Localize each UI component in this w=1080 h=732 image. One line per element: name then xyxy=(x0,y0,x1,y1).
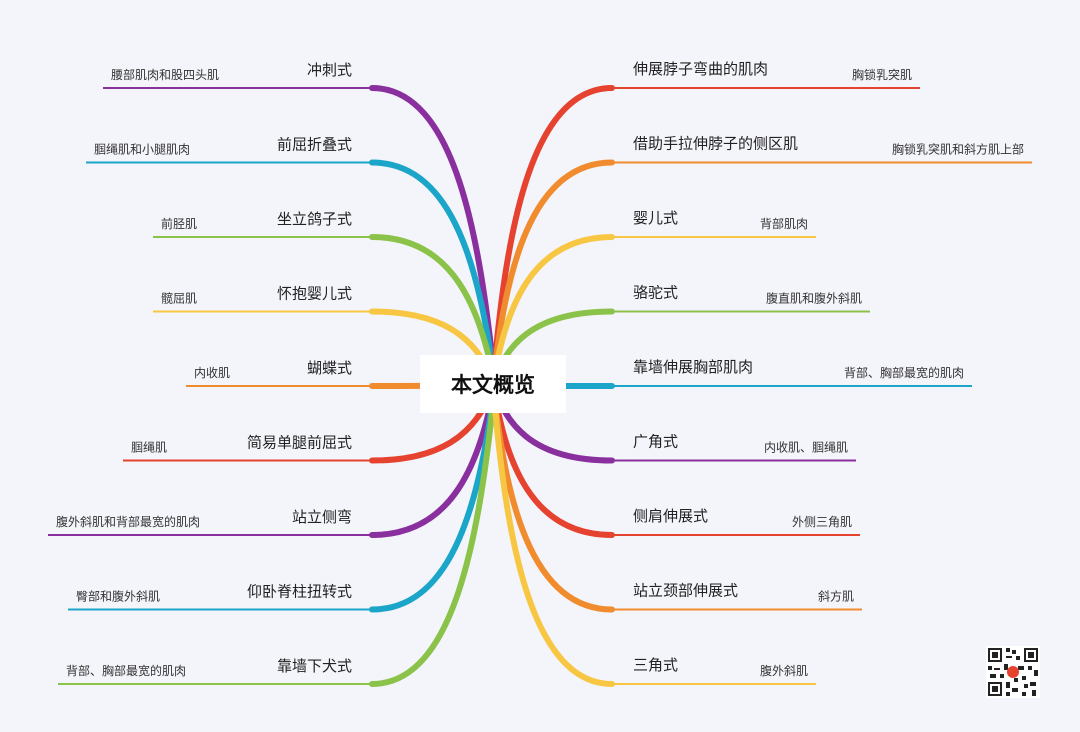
right-leaf-label-5: 内收肌、腘绳肌 xyxy=(764,441,848,455)
right-leaf-label-0: 胸锁乳突肌 xyxy=(852,67,912,82)
left-branch-label-1: 前屈折叠式 xyxy=(277,136,352,154)
left-leaf-label-0: 腰部肌肉和股四头肌 xyxy=(111,67,219,82)
right-leaf-label-2: 背部肌肉 xyxy=(760,216,808,231)
left-leaf-label-2: 前胫肌 xyxy=(161,216,197,231)
right-curve-8 xyxy=(490,381,615,687)
left-curve-1 xyxy=(369,159,498,387)
right-leaf-label-3: 腹直肌和腹外斜肌 xyxy=(766,292,862,306)
right-branch-8: 三角式 腹外斜肌 xyxy=(490,381,816,687)
left-leaf-label-6: 腹外斜肌和背部最宽的肌肉 xyxy=(56,514,200,529)
right-branch-label-0: 伸展脖子弯曲的肌肉 xyxy=(633,60,768,78)
right-curve-1 xyxy=(490,159,615,387)
left-branch-label-8: 靠墙下犬式 xyxy=(277,657,352,675)
left-leaf-label-5: 腘绳肌 xyxy=(131,441,167,455)
left-branch-8: 靠墙下犬式 背部、胸部最宽的肌肉 xyxy=(58,381,498,687)
right-branch-label-3: 骆驼式 xyxy=(633,284,678,302)
right-branch-label-7: 站立颈部伸展式 xyxy=(633,582,738,600)
left-leaf-label-1: 腘绳肌和小腿肌肉 xyxy=(94,143,190,157)
right-branch-7: 站立颈部伸展式 斜方肌 xyxy=(490,381,862,613)
right-branch-label-4: 靠墙伸展胸部肌肉 xyxy=(633,358,753,376)
left-branch-label-4: 蝴蝶式 xyxy=(307,359,352,377)
qr-code-icon xyxy=(986,646,1040,698)
left-leaf-label-7: 臀部和腹外斜肌 xyxy=(76,589,160,604)
left-branch-label-5: 简易单腿前屈式 xyxy=(247,434,352,452)
left-branch-1: 前屈折叠式 腘绳肌和小腿肌肉 xyxy=(86,136,498,387)
left-branch-label-6: 站立侧弯 xyxy=(292,508,352,526)
left-leaf-label-4: 内收肌 xyxy=(194,366,230,380)
right-branch-label-5: 广角式 xyxy=(633,433,678,451)
right-branch-0: 伸展脖子弯曲的肌肉 胸锁乳突肌 xyxy=(490,60,920,387)
right-leaf-label-8: 腹外斜肌 xyxy=(760,664,808,678)
right-branch-6: 侧肩伸展式 外侧三角肌 xyxy=(490,381,860,538)
right-branch-label-8: 三角式 xyxy=(633,656,678,674)
left-branch-label-0: 冲刺式 xyxy=(307,61,352,79)
left-leaf-label-8: 背部、胸部最宽的肌肉 xyxy=(66,663,186,678)
right-leaf-label-4: 背部、胸部最宽的肌肉 xyxy=(844,365,964,380)
right-branch-4: 靠墙伸展胸部肌肉 背部、胸部最宽的肌肉 xyxy=(490,358,972,389)
right-leaf-label-1: 胸锁乳突肌和斜方肌上部 xyxy=(892,142,1024,157)
left-leaf-label-3: 髋屈肌 xyxy=(161,291,197,306)
central-topic: 本文概览 xyxy=(420,355,566,413)
right-branch-1: 借助手拉伸脖子的侧区肌 胸锁乳突肌和斜方肌上部 xyxy=(490,135,1032,387)
right-leaf-label-6: 外侧三角肌 xyxy=(792,515,852,529)
left-branch-label-3: 怀抱婴儿式 xyxy=(277,285,352,303)
right-branch-label-1: 借助手拉伸脖子的侧区肌 xyxy=(633,135,798,153)
left-branch-label-7: 仰卧脊柱扭转式 xyxy=(247,583,352,601)
left-curve-8 xyxy=(369,381,498,687)
right-leaf-label-7: 斜方肌 xyxy=(818,589,854,604)
right-branch-label-2: 婴儿式 xyxy=(633,209,678,227)
left-branch-label-2: 坐立鸽子式 xyxy=(277,210,352,228)
left-branch-7: 仰卧脊柱扭转式 臀部和腹外斜肌 xyxy=(68,381,498,613)
right-branch-label-6: 侧肩伸展式 xyxy=(633,507,708,525)
